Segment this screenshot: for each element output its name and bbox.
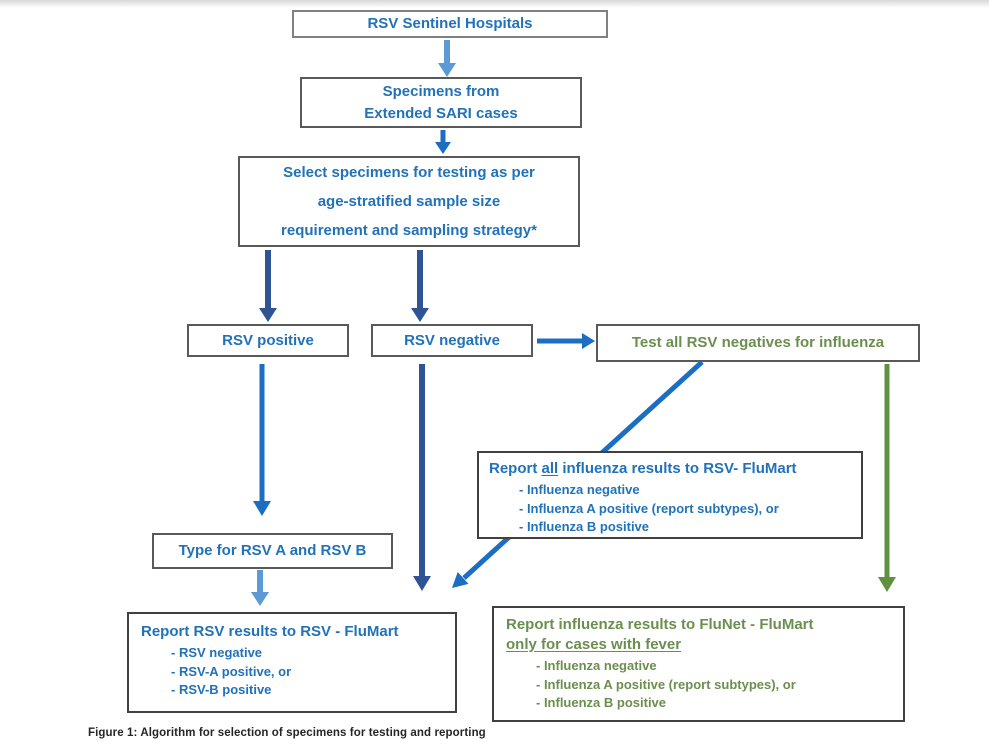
node-rsv-positive: RSV positive — [187, 324, 349, 357]
node-label-line2: age-stratified sample size — [317, 193, 501, 210]
node-rsv-negative: RSV negative — [371, 324, 533, 357]
arrow-rsv-negative-to-test — [537, 333, 595, 349]
list-item: - Influenza negative — [519, 482, 640, 497]
list-item: - Influenza negative — [536, 658, 657, 673]
node-label: RSV positive — [222, 331, 314, 349]
node-item-list: - Influenza negative - Influenza A posit… — [536, 657, 796, 713]
node-rsv-sentinel-hospitals: RSV Sentinel Hospitals — [292, 10, 608, 38]
figure-caption: Figure 1: Algorithm for selection of spe… — [88, 727, 486, 739]
arrow-select-to-rsv-positive — [259, 250, 277, 322]
node-title-line2: only for cases with fever — [506, 636, 682, 653]
list-item: - Influenza B positive — [519, 519, 650, 534]
arrow-rsv-negative-down-to-report-rsv — [413, 364, 431, 591]
node-title: Report all influenza results to RSV- Flu… — [489, 459, 797, 479]
node-label: RSV Sentinel Hospitals — [367, 15, 533, 32]
arrow-specimens-to-select — [435, 130, 451, 154]
node-label: RSV negative — [404, 331, 500, 349]
node-label: Type for RSV A and RSV B — [178, 542, 367, 559]
title-pre: Report — [489, 460, 542, 477]
list-item: - Influenza A positive (report subtypes)… — [519, 500, 779, 516]
node-select-specimens: Select specimens for testing as per age-… — [238, 156, 580, 247]
node-label-line1: Select specimens for testing as per — [283, 164, 535, 181]
node-title-line1: Report influenza results to FluNet - Flu… — [506, 616, 814, 633]
list-item: - RSV negative — [171, 645, 263, 660]
arrow-sentinel-to-specimens — [438, 40, 456, 77]
arrow-select-to-rsv-negative — [411, 250, 429, 322]
node-label-line1: Specimens from — [382, 82, 500, 100]
node-report-rsv-flumart: Report RSV results to RSV - FluMart - RS… — [127, 612, 457, 713]
list-item: - RSV-A positive, or — [171, 663, 292, 679]
node-type-rsv-a-b: Type for RSV A and RSV B — [152, 533, 393, 569]
node-item-list: - RSV negative - RSV-A positive, or - RS… — [171, 644, 291, 700]
list-item: - Influenza B positive — [536, 695, 667, 710]
arrow-test-to-report-flunet — [878, 364, 896, 592]
node-report-influenza-flumart: Report all influenza results to RSV- Flu… — [477, 451, 863, 539]
node-report-flunet-flumart: Report influenza results to FluNet - Flu… — [492, 606, 905, 722]
node-label-line3: requirement and sampling strategy* — [281, 222, 537, 239]
arrow-rsv-positive-to-type — [253, 364, 271, 516]
node-label-line2: Extended SARI cases — [364, 104, 518, 122]
node-label: Test all RSV negatives for influenza — [631, 334, 885, 351]
arrow-type-to-report-rsv — [251, 570, 269, 606]
list-item: - RSV-B positive — [171, 682, 272, 697]
page-top-shadow — [0, 0, 989, 8]
title-underlined-word: all — [541, 460, 559, 477]
node-title: Report RSV results to RSV - FluMart — [141, 623, 399, 640]
node-specimens-extended-sari: Specimens from Extended SARI cases — [300, 77, 582, 128]
node-item-list: - Influenza negative - Influenza A posit… — [519, 481, 779, 537]
title-post: influenza results to RSV- FluMart — [558, 460, 797, 477]
node-test-rsv-negatives: Test all RSV negatives for influenza — [596, 324, 920, 362]
list-item: - Influenza A positive (report subtypes)… — [536, 676, 796, 692]
